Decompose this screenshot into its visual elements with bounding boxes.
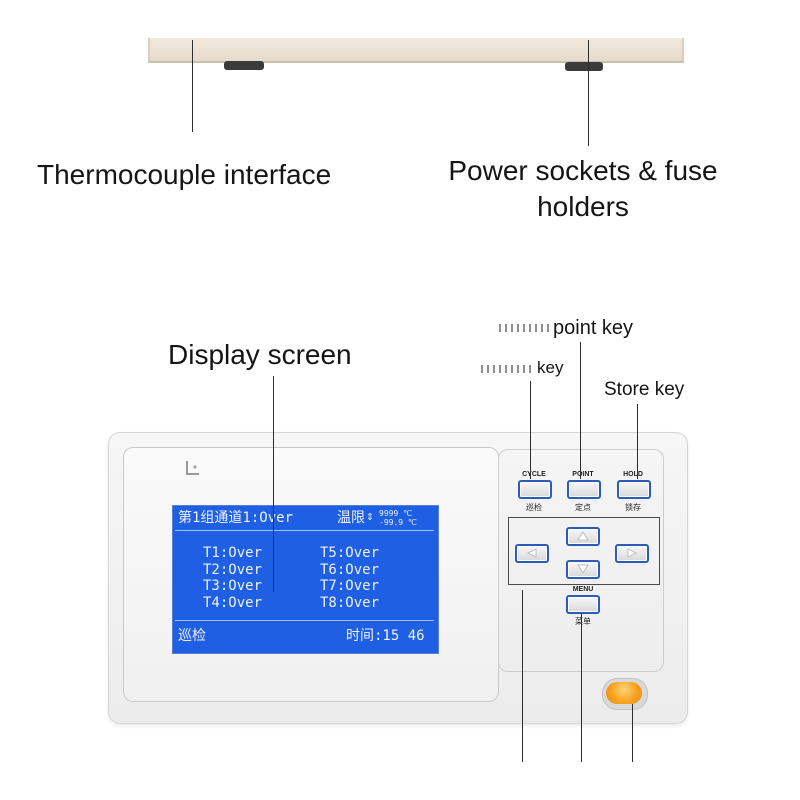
brand-logo <box>186 461 199 475</box>
lcd-channel-t6: T6:Over <box>320 562 380 578</box>
lcd-screen <box>172 505 439 654</box>
hold-key-caption: HOLD <box>623 471 643 478</box>
down-arrow-icon <box>577 564 589 574</box>
callout-line-point-key <box>580 342 581 479</box>
power-button[interactable] <box>606 682 642 704</box>
cycle-key-subcaption: 巡检 <box>526 503 542 512</box>
lcd-time: 时间:15 46 <box>346 628 425 644</box>
up-button[interactable] <box>566 527 600 546</box>
lcd-temp-unit: ℃ <box>407 518 417 527</box>
lcd-channel-t4: T4:Over <box>203 595 263 611</box>
callout-line-thermocouple <box>192 40 193 132</box>
left-arrow-icon <box>527 548 537 558</box>
callout-line-power <box>588 40 589 146</box>
menu-button[interactable] <box>566 595 600 614</box>
cycle-button[interactable] <box>518 480 552 499</box>
callout-line-display <box>273 376 274 592</box>
left-button[interactable] <box>515 544 549 563</box>
lcd-temp-high: 9999 <box>379 509 399 518</box>
point-button[interactable] <box>567 480 601 499</box>
menu-key-subcaption: 菜单 <box>575 617 591 626</box>
cropped-text-fragment <box>481 365 531 373</box>
lcd-channel-t7: T7:Over <box>320 578 380 594</box>
right-arrow-icon <box>627 548 637 558</box>
lcd-channel-t5: T5:Over <box>320 545 380 561</box>
lcd-temp-unit: ℃ <box>403 509 413 518</box>
hold-key-subcaption: 锁存 <box>625 503 641 512</box>
up-arrow-icon <box>577 531 589 541</box>
lcd-mode: 巡检 <box>178 628 206 644</box>
device-foot-right <box>565 62 603 71</box>
device-foot-left <box>224 61 264 70</box>
right-button[interactable] <box>615 544 649 563</box>
lcd-channel-t3: T3:Over <box>203 578 263 594</box>
callout-line-store-key <box>637 404 638 479</box>
callout-line-power-button <box>632 704 633 762</box>
lcd-temp-range: 9999 ℃ -99.9 ℃ <box>379 509 417 527</box>
hold-button[interactable] <box>617 480 651 499</box>
callout-line-menu-key <box>581 613 582 762</box>
lcd-channel-t1: T1:Over <box>203 545 263 561</box>
thermocouple-interface-label: Thermocouple interface <box>37 159 332 190</box>
display-screen-label: Display screen <box>168 339 352 370</box>
lcd-header-group-channel: 第1组通道1:Over <box>178 510 294 526</box>
cropped-text-fragment <box>499 324 551 332</box>
arrow-key-frame <box>508 517 660 585</box>
store-key-label: Store key <box>604 379 685 400</box>
menu-key-caption: MENU <box>572 586 594 593</box>
point-key-label: point key <box>553 317 634 339</box>
lcd-channel-t8: T8:Over <box>320 595 380 611</box>
point-key-subcaption: 定点 <box>575 503 591 512</box>
lcd-divider-bottom <box>175 620 434 621</box>
cycle-key-label: key <box>537 358 564 377</box>
device-rear-panel <box>148 38 684 63</box>
down-button[interactable] <box>566 560 600 579</box>
lcd-temp-limit-label: 温限 <box>337 510 365 526</box>
power-sockets-label: Power sockets & fuse holders <box>418 153 748 225</box>
up-down-arrow-icon: ⇕ <box>366 509 374 524</box>
point-key-caption: POINT <box>572 471 594 478</box>
cycle-key-caption: CYCLE <box>522 471 546 478</box>
callout-line-cycle-key <box>530 381 531 479</box>
lcd-divider-top <box>175 530 434 531</box>
lcd-channel-t2: T2:Over <box>203 562 263 578</box>
callout-line-arrow-keys <box>522 590 523 762</box>
power-sockets-label-line2: holders <box>537 191 629 222</box>
lcd-temp-low: -99.9 <box>379 518 404 527</box>
power-sockets-label-line1: Power sockets & fuse <box>448 155 718 186</box>
